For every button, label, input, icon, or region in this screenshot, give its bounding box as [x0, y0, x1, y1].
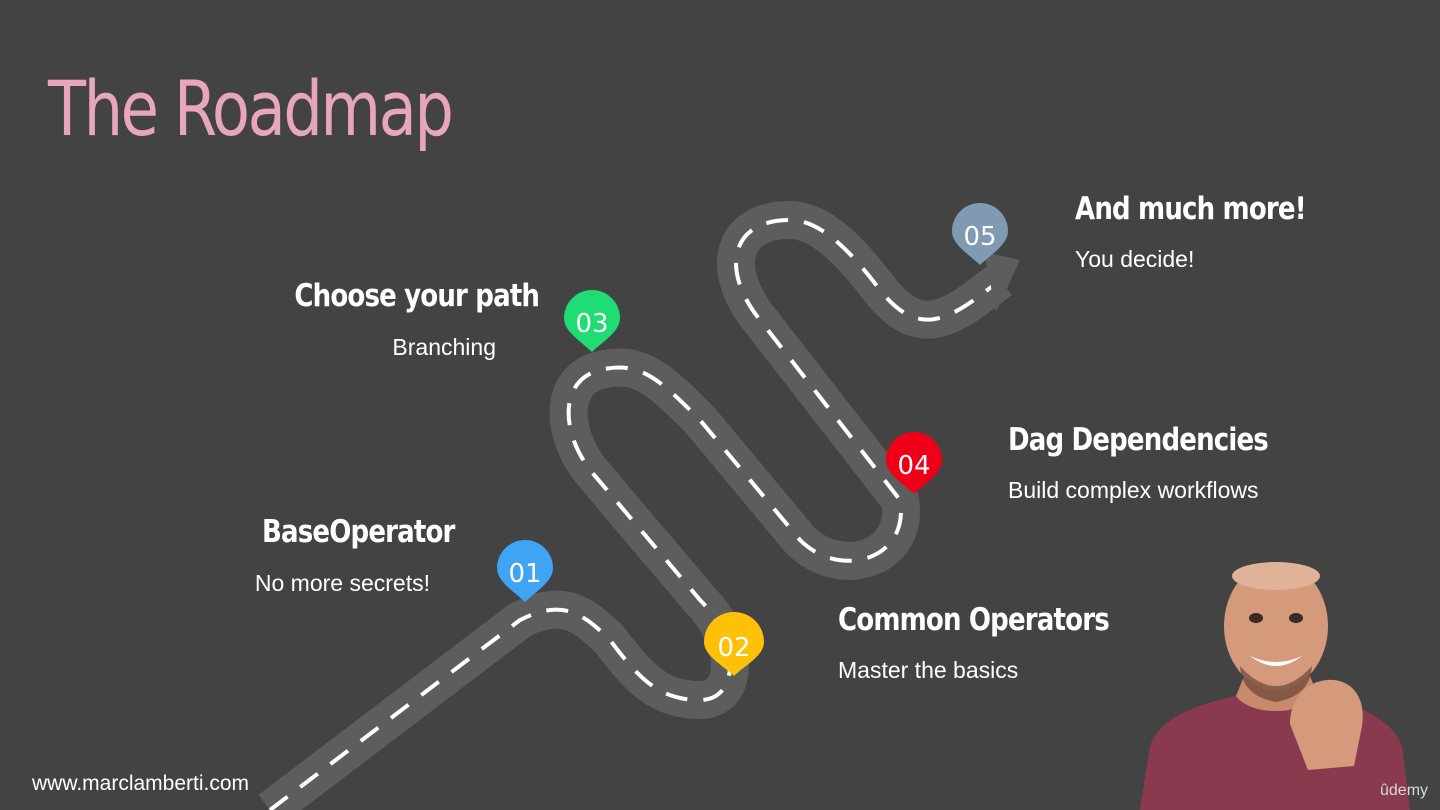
milestone-marker-02[interactable]: 02 — [704, 612, 764, 676]
milestone-03-subtitle: Branching — [392, 334, 496, 360]
road-path — [258, 201, 1020, 810]
udemy-logo: ûdemy — [1380, 782, 1429, 799]
milestone-number: 02 — [717, 633, 750, 663]
milestone-05-title: And much more! — [1075, 191, 1307, 227]
milestone-02-title: Common Operators — [838, 602, 1110, 638]
milestone-number: 04 — [897, 451, 930, 481]
milestone-marker-04[interactable]: 04 — [886, 432, 942, 494]
milestone-04-subtitle: Build complex workflows — [1008, 477, 1259, 503]
page-title: The Roadmap — [48, 64, 454, 153]
milestone-01-subtitle: No more secrets! — [254, 570, 430, 596]
milestone-04-title: Dag Dependencies — [1008, 422, 1269, 458]
milestone-01-title: BaseOperator — [262, 514, 455, 550]
milestone-marker-03[interactable]: 03 — [564, 290, 620, 352]
milestone-marker-05[interactable]: 05 — [952, 203, 1008, 265]
milestone-number: 01 — [508, 559, 541, 589]
footer-url: www.marclamberti.com — [32, 772, 250, 795]
milestone-03-title: Choose your path — [294, 278, 540, 314]
milestone-02-subtitle: Master the basics — [838, 657, 1019, 683]
presenter-video-icon — [1140, 562, 1410, 810]
road-arrow-head-icon — [984, 252, 1020, 312]
milestone-marker-01[interactable]: 01 — [497, 540, 553, 602]
milestone-number: 03 — [575, 309, 608, 339]
milestone-number: 05 — [963, 222, 996, 252]
milestone-05-subtitle: You decide! — [1075, 246, 1195, 272]
